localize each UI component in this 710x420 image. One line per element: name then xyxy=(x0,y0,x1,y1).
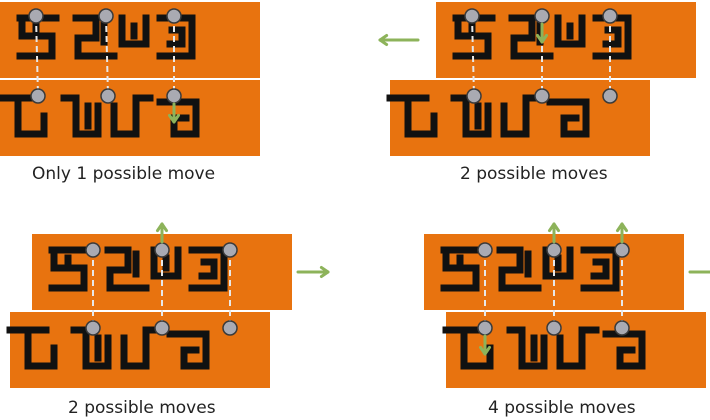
dashed-connector xyxy=(35,15,39,97)
peg-bottom xyxy=(85,320,101,336)
move-arrow-up xyxy=(547,222,561,244)
peg-bottom xyxy=(154,320,170,336)
board-shift-arrow-right xyxy=(688,270,710,274)
peg-top xyxy=(166,8,182,24)
peg-bottom xyxy=(222,320,238,336)
peg-top xyxy=(614,242,630,258)
move-arrow-down xyxy=(478,334,492,356)
peg-top xyxy=(546,242,562,258)
peg-bottom xyxy=(466,88,482,104)
peg-bottom xyxy=(546,320,562,336)
peg-top xyxy=(154,242,170,258)
move-arrow-down xyxy=(167,102,181,124)
peg-bottom xyxy=(614,320,630,336)
peg-top xyxy=(28,8,44,24)
move-arrow-up xyxy=(615,222,629,244)
panel-2-caption: 2 possible moves xyxy=(460,164,608,184)
panel-1 xyxy=(0,2,260,156)
peg-bottom xyxy=(477,320,493,336)
panel-1-caption: Only 1 possible move xyxy=(32,164,216,184)
peg-top xyxy=(602,8,618,24)
peg-bottom xyxy=(30,88,46,104)
dashed-connector xyxy=(105,15,109,97)
peg-top xyxy=(534,8,550,24)
peg-top xyxy=(98,8,114,24)
panel-3-caption: 2 possible moves xyxy=(68,398,216,418)
peg-bottom xyxy=(534,88,550,104)
panel-4-caption: 4 possible moves xyxy=(488,398,636,418)
board-shift-arrow-left xyxy=(378,33,420,47)
move-arrow-up xyxy=(155,222,169,244)
peg-top xyxy=(464,8,480,24)
dashed-connector xyxy=(471,15,475,97)
peg-bottom xyxy=(602,88,618,104)
board-shift-arrow-right xyxy=(296,265,330,279)
panel-3 xyxy=(10,234,292,388)
peg-top xyxy=(477,242,493,258)
peg-top xyxy=(222,242,238,258)
peg-top xyxy=(85,242,101,258)
panel-4 xyxy=(424,234,706,388)
move-arrow-down xyxy=(535,22,549,44)
panel-2 xyxy=(390,2,696,156)
peg-bottom xyxy=(100,88,116,104)
peg-bottom xyxy=(166,88,182,104)
